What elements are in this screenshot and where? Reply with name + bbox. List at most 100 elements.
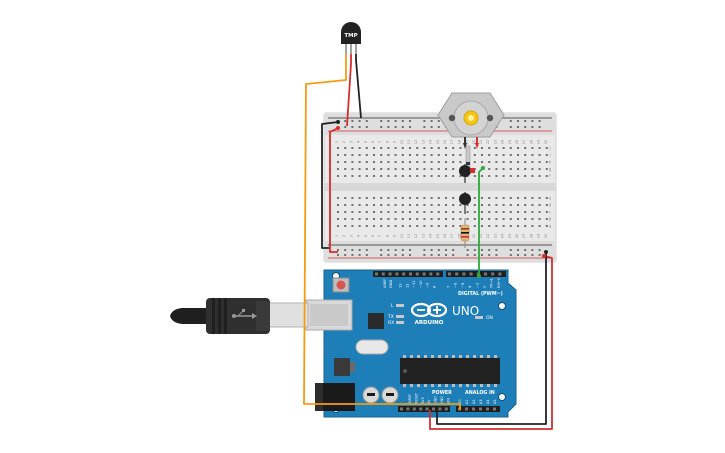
power-pin-label: GND (434, 396, 438, 404)
breadboard-hole (337, 147, 339, 149)
breadboard-hole (373, 204, 375, 206)
rail-hole (481, 249, 483, 251)
wires[interactable] (303, 54, 553, 430)
header-pin[interactable] (493, 407, 496, 411)
header-pin[interactable] (486, 407, 489, 411)
row-label: f (549, 174, 551, 179)
breadboard-hole (481, 218, 483, 220)
breadboard-hole (380, 204, 383, 206)
header-pin[interactable] (432, 407, 435, 411)
breadboard-hole (344, 211, 347, 213)
header-pin[interactable] (422, 272, 426, 276)
motor-shaft-icon (463, 110, 479, 126)
temperature-sensor[interactable]: TMP (341, 22, 361, 54)
header-pin[interactable] (395, 272, 399, 276)
header-pin[interactable] (484, 272, 487, 276)
rail-hole (531, 249, 534, 251)
header-pin[interactable] (444, 407, 448, 411)
header-pin[interactable] (425, 407, 429, 411)
breadboard-hole (481, 175, 483, 177)
breadboard-hole (416, 225, 419, 227)
rail-hole (531, 254, 534, 256)
header-pin[interactable] (406, 407, 410, 411)
header-pin[interactable] (438, 407, 442, 411)
header-pin[interactable] (469, 272, 473, 276)
column-number-top: 21 (479, 140, 483, 145)
rail-hole (358, 126, 361, 128)
resistor[interactable] (460, 218, 470, 248)
transistor-bottom[interactable] (459, 192, 471, 214)
usb-cable[interactable] (170, 298, 309, 334)
usb-port[interactable] (305, 299, 353, 331)
header-pin[interactable] (498, 272, 502, 276)
header-pin[interactable] (412, 407, 416, 411)
header-pin[interactable] (436, 272, 440, 276)
arduino-model: UNO (452, 304, 479, 318)
header-pin[interactable] (381, 272, 385, 276)
breadboard-hole (531, 211, 534, 213)
breadboard[interactable]: 1122334455667788991010111112121313141415… (323, 112, 557, 263)
breadboard-hole (524, 197, 527, 199)
breadboard-hole (351, 225, 354, 227)
transistor-top[interactable] (459, 164, 475, 183)
breadboard-hole (445, 154, 447, 156)
rail-hole (394, 249, 397, 251)
header-pin[interactable] (462, 272, 466, 276)
breadboard-hole (373, 168, 375, 170)
column-number-bottom: 27 (522, 234, 526, 239)
header-pin[interactable] (455, 272, 459, 276)
breadboard-hole (373, 211, 375, 213)
breadboard-hole (344, 147, 347, 149)
header-pin[interactable] (400, 407, 403, 411)
breadboard-hole (488, 168, 491, 170)
breadboard-hole (502, 204, 505, 206)
header-pin[interactable] (472, 407, 475, 411)
breadboard-hole (488, 204, 491, 206)
breadboard-hole (344, 168, 347, 170)
power-jack[interactable] (315, 383, 355, 411)
header-pin[interactable] (429, 272, 433, 276)
header-pin[interactable] (448, 272, 451, 276)
breadboard-hole (545, 147, 548, 149)
header-pin[interactable] (388, 272, 392, 276)
dc-motor[interactable] (437, 92, 505, 149)
breadboard-hole (517, 204, 519, 206)
column-number-bottom: 12 (414, 234, 418, 239)
header-pin[interactable] (415, 272, 419, 276)
rail-hole (409, 126, 411, 128)
header-pin[interactable] (491, 272, 495, 276)
column-number-top: 28 (529, 139, 533, 144)
breadboard-hole (401, 218, 404, 220)
rail-hole (358, 120, 361, 122)
breadboard-hole (409, 154, 411, 156)
breadboard-hole (488, 154, 491, 156)
header-pin[interactable] (419, 407, 423, 411)
rail-hole (430, 126, 433, 128)
breadboard-hole (531, 175, 534, 177)
header-pin[interactable] (402, 272, 406, 276)
column-number-bottom: 28 (529, 233, 533, 238)
breadboard-hole (344, 197, 347, 199)
breadboard-hole (416, 168, 419, 170)
arduino-uno[interactable]: L TX RX ON ARDUINO UNO DIGITAL (PWM~) PO… (305, 269, 517, 418)
rail-hole (488, 254, 491, 256)
header-pin[interactable] (409, 272, 412, 276)
column-number-bottom: 15 (436, 234, 440, 239)
digital-pin-label: ~6 (454, 282, 458, 288)
rail-hole (394, 120, 397, 122)
breadboard-hole (473, 175, 476, 177)
breadboard-hole (545, 175, 548, 177)
breadboard-hole (445, 204, 447, 206)
breadboard-hole (401, 197, 404, 199)
reset-button[interactable] (332, 277, 350, 293)
header-pin[interactable] (375, 272, 378, 276)
rail-hole (517, 120, 519, 122)
breadboard-hole (423, 211, 426, 213)
header-pin[interactable] (465, 407, 468, 411)
breadboard-hole (394, 211, 397, 213)
header-pin[interactable] (479, 407, 482, 411)
analog-pin-label: A0 (458, 400, 462, 404)
rail-hole (380, 249, 383, 251)
rail-hole (423, 126, 426, 128)
